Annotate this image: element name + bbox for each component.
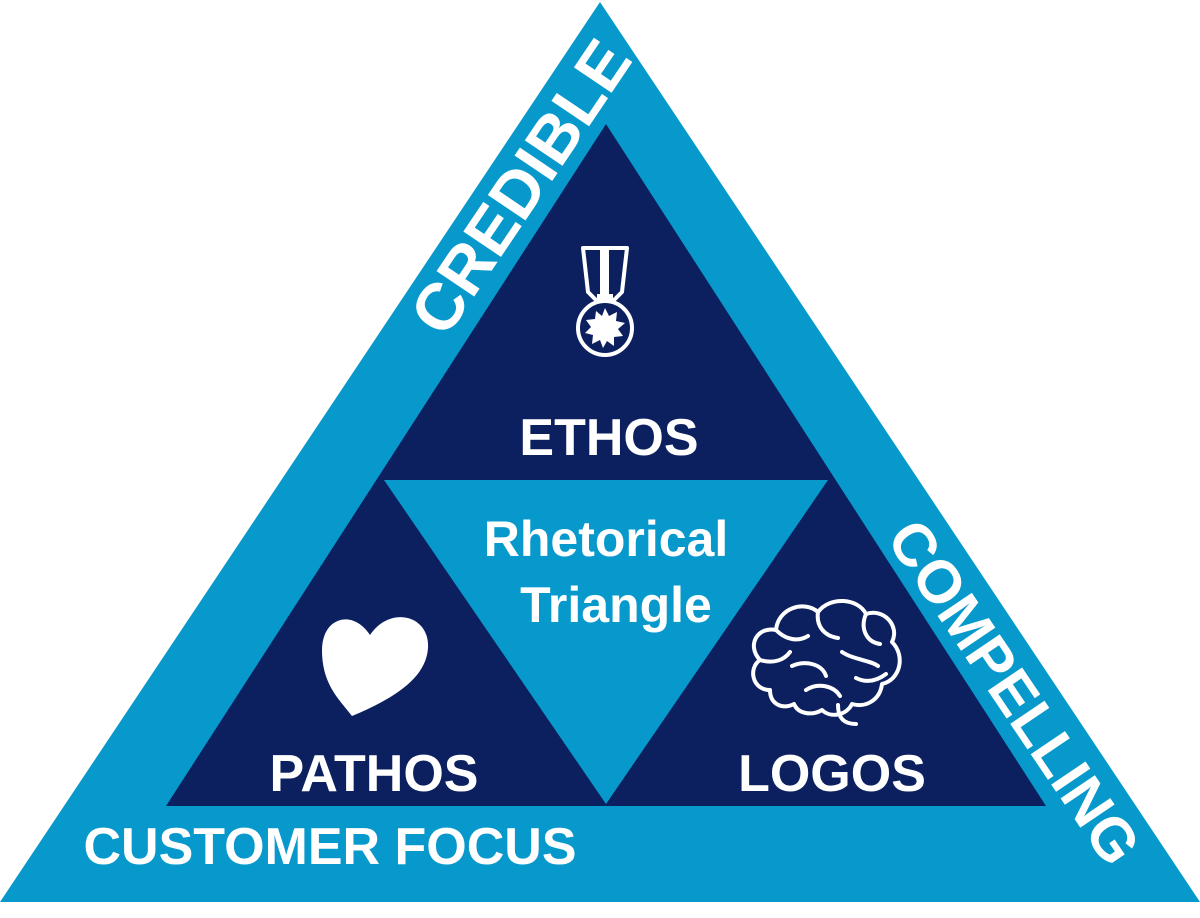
corner-label-pathos: PATHOS [270,745,479,803]
center-triangle [384,480,828,804]
corner-label-ethos: ETHOS [519,409,698,467]
side-label-customer-focus: CUSTOMER FOCUS [83,818,576,876]
center-title-line1: Rhetorical [484,511,729,567]
heart-icon [322,617,429,716]
center-title-line2: Triangle [520,577,712,633]
medal-icon [576,246,634,357]
corner-label-logos: LOGOS [738,745,926,803]
brain-icon [751,598,902,726]
